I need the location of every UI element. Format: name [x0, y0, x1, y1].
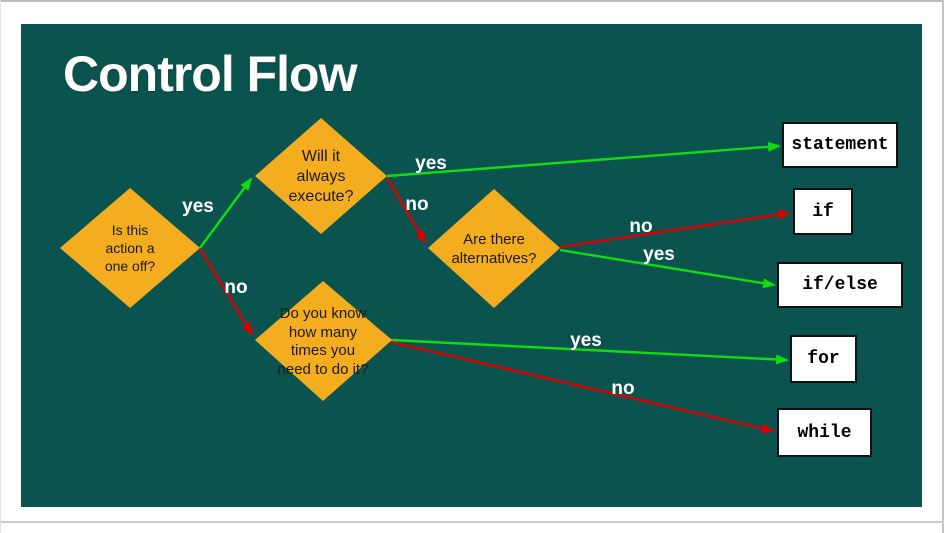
frame-bottom-line: [0, 521, 944, 523]
decision-diamond-how-many-times: [255, 281, 392, 401]
edge-label-yes-one-off: yes: [182, 196, 214, 217]
outcome-box-statement: statement: [782, 122, 898, 168]
decision-label-how-many-times: Do you know how many times you need to d…: [277, 305, 369, 378]
outcome-box-for: for: [790, 335, 857, 383]
decision-diamond-always-execute: [255, 118, 387, 234]
edge-label-no-alternatives: no: [629, 216, 653, 237]
decision-label-alternatives: Are there alternatives?: [451, 231, 537, 267]
frame-right-line: [942, 0, 944, 533]
edge-label-yes-alternatives: yes: [643, 244, 675, 265]
edge-yes-how-many-times-to-for: [390, 338, 789, 365]
edge-no-always-execute-to-alternatives: [385, 177, 427, 244]
decision-diamond-alternatives: [428, 189, 560, 308]
slide-canvas: Control Flow Is this actio: [21, 24, 922, 507]
decision-label-always-execute: Will it always execute?: [288, 148, 354, 205]
flowchart: [60, 118, 791, 434]
edge-no-how-many-times-to-while: [390, 340, 775, 434]
edge-yes-always-execute-to-statement: [386, 141, 781, 178]
edge-yes-alternatives-to-if-else: [559, 248, 776, 289]
decision-diamond-one-off: [60, 188, 200, 308]
edge-label-no-always-execute: no: [405, 194, 429, 215]
edge-no-one-off-to-how-many-times: [198, 248, 254, 336]
edge-label-no-one-off: no: [224, 277, 248, 298]
edge-label-no-how-many-times: no: [611, 378, 635, 399]
page-title: Control Flow: [63, 46, 357, 102]
edge-label-yes-how-many-times: yes: [570, 330, 602, 351]
edge-yes-one-off-to-always-execute: [199, 177, 253, 249]
outcome-box-while: while: [777, 408, 872, 457]
decision-label-one-off: Is this action a one off?: [104, 222, 156, 274]
edge-no-alternatives-to-if: [559, 209, 791, 249]
edge-label-yes-always-execute: yes: [415, 153, 447, 174]
outcome-box-if: if: [793, 188, 853, 235]
frame-top-line: [0, 0, 944, 2]
frame-left-line: [0, 0, 1, 533]
outcome-box-if-else: if/else: [777, 262, 903, 308]
